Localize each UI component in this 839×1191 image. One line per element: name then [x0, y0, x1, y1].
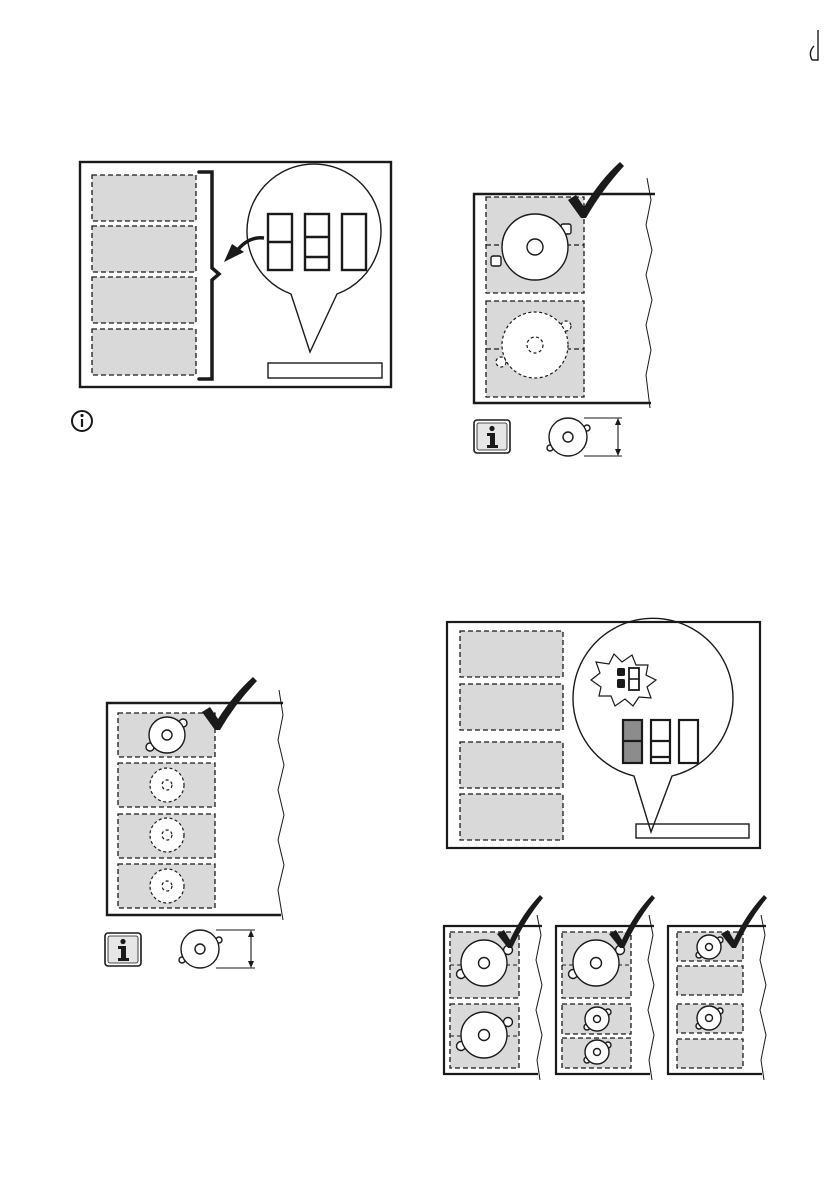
- zone-bracket: [199, 172, 219, 379]
- flex-zone-2: [92, 226, 196, 272]
- info-square-icon: [474, 420, 510, 453]
- crop-mark-icon: [810, 30, 818, 60]
- figure-one-large-pan: [474, 162, 655, 456]
- checkmark-icon: [568, 162, 624, 218]
- figure-four-small-pans: [105, 677, 284, 968]
- flex-zone-1: [92, 175, 196, 221]
- flex-zone-3: [92, 277, 196, 323]
- figure-display-flex-zone: [72, 162, 391, 431]
- flex-zone-3: [460, 742, 563, 788]
- control-strip: [268, 363, 382, 378]
- ghost-pan-icon: [150, 869, 184, 903]
- pan-diameter-icon: [547, 418, 622, 456]
- flex-zone-4: [460, 794, 563, 840]
- combination-large-and-two-small: [556, 895, 655, 1080]
- figure-display-blink: [447, 618, 760, 848]
- pan-diameter-icon: [179, 930, 255, 968]
- burst-display-icon: [591, 654, 656, 706]
- checkmark-icon: [721, 895, 767, 948]
- figure-allowed-combinations: [444, 895, 767, 1080]
- display-callout-bubble: [573, 618, 733, 832]
- checkmark-icon: [609, 895, 655, 948]
- flex-zone-2: [460, 684, 563, 730]
- power-level-display: [623, 720, 698, 763]
- flex-zone-1: [460, 631, 563, 677]
- power-level-display: [268, 214, 366, 270]
- ghost-pan-icon: [150, 768, 184, 802]
- hob-break-line: [646, 178, 652, 408]
- arrow-to-zones-icon: [224, 238, 264, 262]
- info-square-icon: [105, 933, 141, 966]
- checkmark-icon: [497, 895, 543, 948]
- combination-two-large: [444, 895, 543, 1080]
- ghost-pan-icon: [150, 818, 184, 852]
- info-outline-icon: [72, 411, 92, 431]
- combination-two-small: [668, 895, 767, 1080]
- hob-break-line: [278, 690, 284, 920]
- flex-zone-4: [92, 329, 196, 375]
